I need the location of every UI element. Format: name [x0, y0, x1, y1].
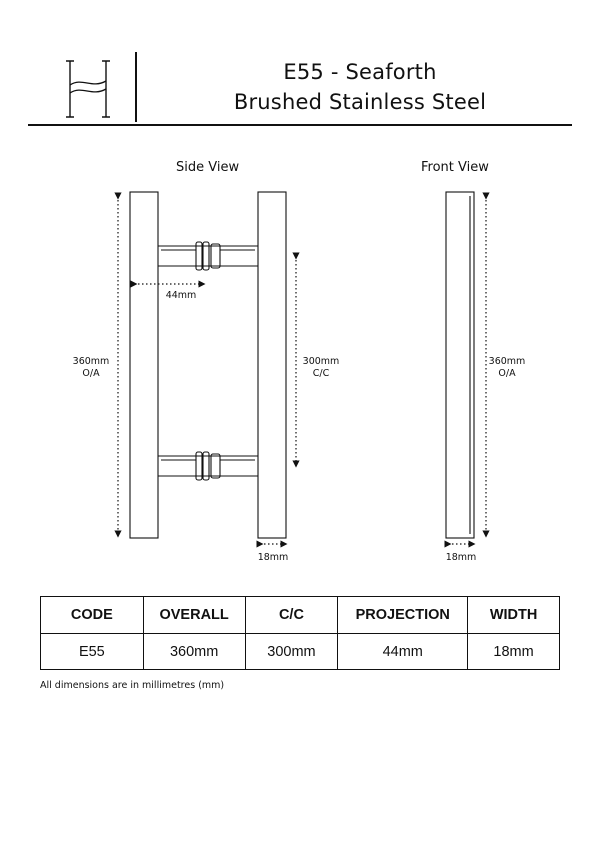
overall-dimension-front: 360mm O/A [484, 356, 530, 380]
overall-side-value: 360mm [72, 356, 110, 367]
table-row: E55 360mm 300mm 44mm 18mm [40, 633, 560, 670]
footnote: All dimensions are in millimetres (mm) [40, 680, 225, 691]
header-code: CODE [40, 596, 144, 634]
header-overall: OVERALL [142, 596, 246, 634]
overall-dimension-side: 360mm O/A [68, 356, 114, 380]
spec-table: CODE OVERALL C/C PROJECTION WIDTH E55 36… [40, 596, 560, 670]
overall-front-suffix: O/A [498, 368, 516, 379]
header-cc: C/C [244, 596, 339, 634]
header-width: WIDTH [467, 596, 560, 634]
front-bar [445, 191, 475, 539]
centres-suffix: C/C [312, 368, 330, 379]
cell-cc: 300mm [244, 633, 339, 670]
cell-overall: 360mm [142, 633, 246, 670]
technical-drawing [114, 191, 490, 548]
width-dimension-front: 18mm [445, 552, 477, 563]
lower-standoff [158, 451, 258, 481]
cell-projection: 44mm [337, 633, 469, 670]
product-title: E55 - Seaforth [283, 60, 437, 84]
front-view-label: Front View [421, 160, 489, 175]
brand-logo-icon [66, 60, 110, 118]
cell-code: E55 [40, 633, 144, 670]
side-right-bar [257, 191, 287, 539]
side-view-label: Side View [176, 160, 240, 175]
product-finish: Brushed Stainless Steel [233, 90, 487, 114]
width-dimension-side: 18mm [257, 552, 289, 563]
centres-dimension: 300mm C/C [298, 356, 344, 380]
overall-side-suffix: O/A [82, 368, 100, 379]
centres-value: 300mm [302, 356, 340, 367]
upper-standoff [158, 241, 258, 271]
table-header-row: CODE OVERALL C/C PROJECTION WIDTH [40, 596, 560, 634]
header-projection: PROJECTION [337, 596, 469, 634]
side-left-bar [129, 191, 159, 539]
logo-divider [135, 52, 137, 122]
projection-dimension: 44mm [165, 290, 197, 301]
cell-width: 18mm [467, 633, 560, 670]
overall-front-value: 360mm [488, 356, 526, 367]
header-rule [28, 124, 572, 126]
